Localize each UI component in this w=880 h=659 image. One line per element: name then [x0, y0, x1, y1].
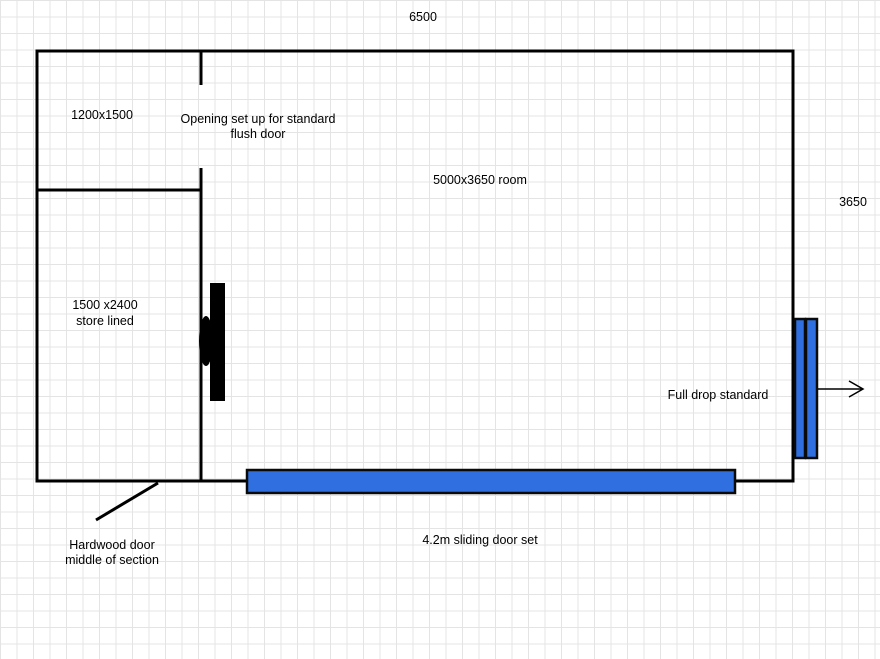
- store-door-panel: [210, 283, 225, 401]
- exit-arrow-head: [848, 380, 865, 398]
- full-drop-door-inner: [804, 317, 819, 460]
- full-drop-door-outer: [793, 317, 807, 460]
- sliding-door-label: 4.2m sliding door set: [422, 533, 538, 547]
- store-label-line2: store lined: [76, 314, 134, 328]
- hardwood-door-label-line2: middle of section: [65, 553, 159, 567]
- sliding-door-set: [245, 468, 737, 495]
- small-room-label: 1200x1500: [71, 108, 133, 122]
- height-dimension-label: 3650: [839, 195, 867, 209]
- store-label-line1: 1500 x2400: [72, 298, 138, 312]
- flush-door-label-line2: flush door: [230, 127, 286, 141]
- full-drop-label: Full drop standard: [667, 388, 769, 402]
- width-dimension-label: 6500: [409, 10, 437, 24]
- hardwood-door-leaf: [95, 481, 159, 522]
- main-room-label: 5000x3650 room: [433, 173, 527, 187]
- hardwood-door-label-line1: Hardwood door: [69, 538, 155, 552]
- store-door-handle: [199, 316, 213, 366]
- flush-door-label-line1: Opening set up for standard: [180, 112, 336, 126]
